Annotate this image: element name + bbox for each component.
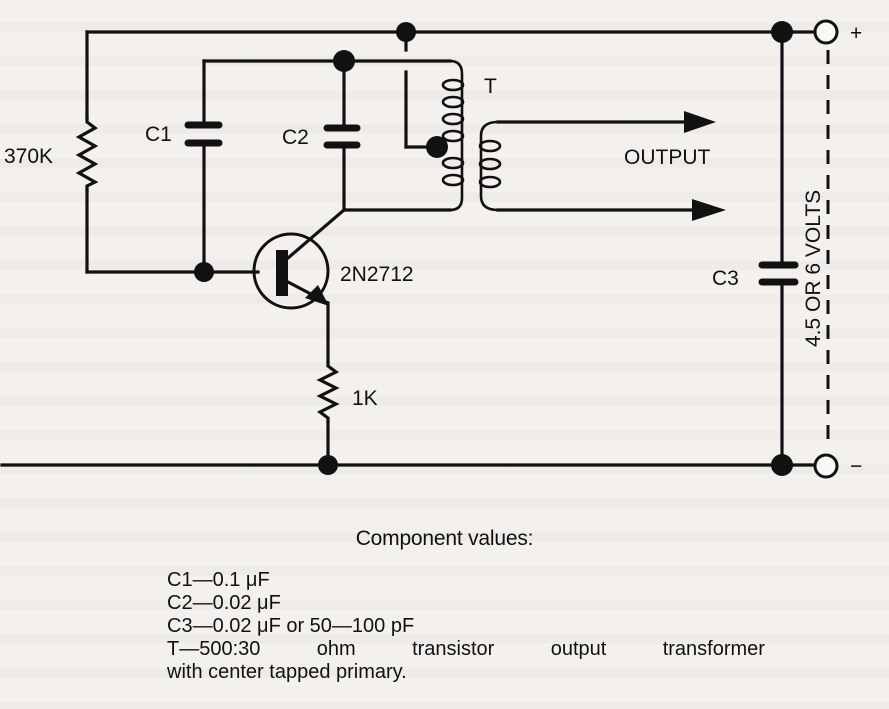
component-value-c3: C3—0.02 μF or 50—100 pF (167, 615, 415, 637)
transformer-secondary-frame (479, 120, 499, 212)
label-370k: 370K (4, 145, 53, 168)
label-c1: C1 (145, 123, 172, 146)
transistor-collector (285, 207, 347, 261)
junction-supply-negative (771, 454, 793, 476)
component-value-c2: C2—0.02 μF (167, 592, 281, 614)
output-arrow-bottom-icon (692, 199, 726, 221)
transformer-word: transistor (412, 638, 495, 660)
resistor-1k (316, 360, 340, 424)
component-value-transformer-continued: with center tapped primary. (167, 661, 407, 683)
label-transistor: 2N2712 (340, 263, 414, 286)
transformer-secondary-coil (478, 139, 502, 189)
label-output: OUTPUT (624, 146, 711, 169)
transformer-word: transformer (662, 638, 765, 660)
junction-ground (318, 455, 338, 475)
transformer-word: ohm (316, 638, 356, 660)
resistor-370k (75, 116, 99, 192)
label-1k: 1K (352, 387, 378, 410)
component-values-heading: Component values: (355, 527, 534, 550)
label-minus: − (850, 455, 862, 478)
junction-center-tap (426, 136, 448, 158)
emitter-arrow-icon (305, 285, 329, 306)
transistor-base-bar (276, 250, 288, 296)
label-transformer: T (484, 75, 497, 98)
transformer-primary-frame (449, 59, 464, 212)
circuit-schematic: 370K C1 C2 T OUTPUT 2N2712 1K C3 + − 4.5… (0, 19, 862, 479)
component-value-c1: C1—0.1 μF (167, 569, 270, 591)
label-supply-voltage: 4.5 OR 6 VOLTS (802, 190, 825, 347)
negative-terminal (813, 453, 839, 479)
label-c3: C3 (712, 267, 739, 290)
transformer-primary-coil (441, 78, 465, 187)
output-arrow-top-icon (684, 111, 716, 133)
transformer-word: output (550, 638, 607, 660)
label-c2: C2 (282, 126, 309, 149)
transistor-2n2712 (252, 232, 330, 310)
transformer-word: T—500:30 (167, 638, 261, 660)
positive-terminal (813, 19, 839, 45)
component-values-list: C1—0.1 μF C2—0.02 μF C3—0.02 μF or 50—10… (167, 569, 767, 684)
label-plus: + (850, 22, 862, 45)
component-value-transformer: T—500:30 ohm transistor output transform… (167, 638, 765, 661)
